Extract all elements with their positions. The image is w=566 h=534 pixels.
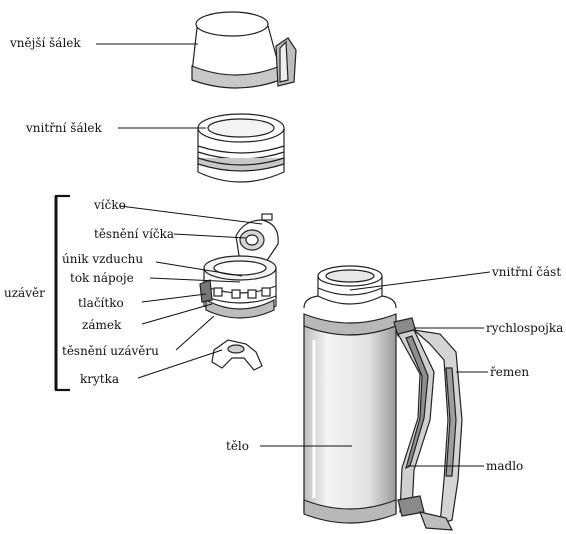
leader-lid: [120, 206, 262, 224]
label-lid-seal: těsnění víčka: [94, 227, 174, 241]
outer-cup-drawing: [192, 12, 296, 88]
label-strap: řemen: [490, 365, 529, 379]
label-lock: zámek: [82, 318, 121, 332]
leader-button: [142, 294, 206, 302]
bottle-drawing: [304, 266, 396, 523]
leader-lid-seal: [174, 234, 246, 238]
strap-drawing: [394, 318, 462, 530]
label-closure-seal: těsnění uzávěru: [62, 344, 159, 358]
label-cover: krytka: [80, 372, 119, 386]
label-body: tělo: [226, 439, 249, 453]
label-drink-flow: tok nápoje: [70, 271, 134, 285]
label-quick-coupling: rychlospojka: [486, 321, 563, 335]
inner-cup-drawing: [198, 114, 284, 182]
leader-closure-seal: [176, 316, 214, 350]
label-lid: víčko: [94, 198, 126, 212]
label-button: tlačítko: [78, 296, 124, 310]
leader-lock: [142, 304, 212, 324]
label-closure: uzávěr: [4, 286, 45, 300]
label-air-vent: únik vzduchu: [62, 252, 143, 266]
label-inner-part: vnitřní část: [492, 265, 561, 279]
label-inner-cup: vnitřní šálek: [26, 121, 102, 135]
label-outer-cup: vnější šálek: [10, 36, 81, 50]
label-handle: madlo: [486, 459, 523, 473]
closure-bracket: [55, 196, 70, 390]
